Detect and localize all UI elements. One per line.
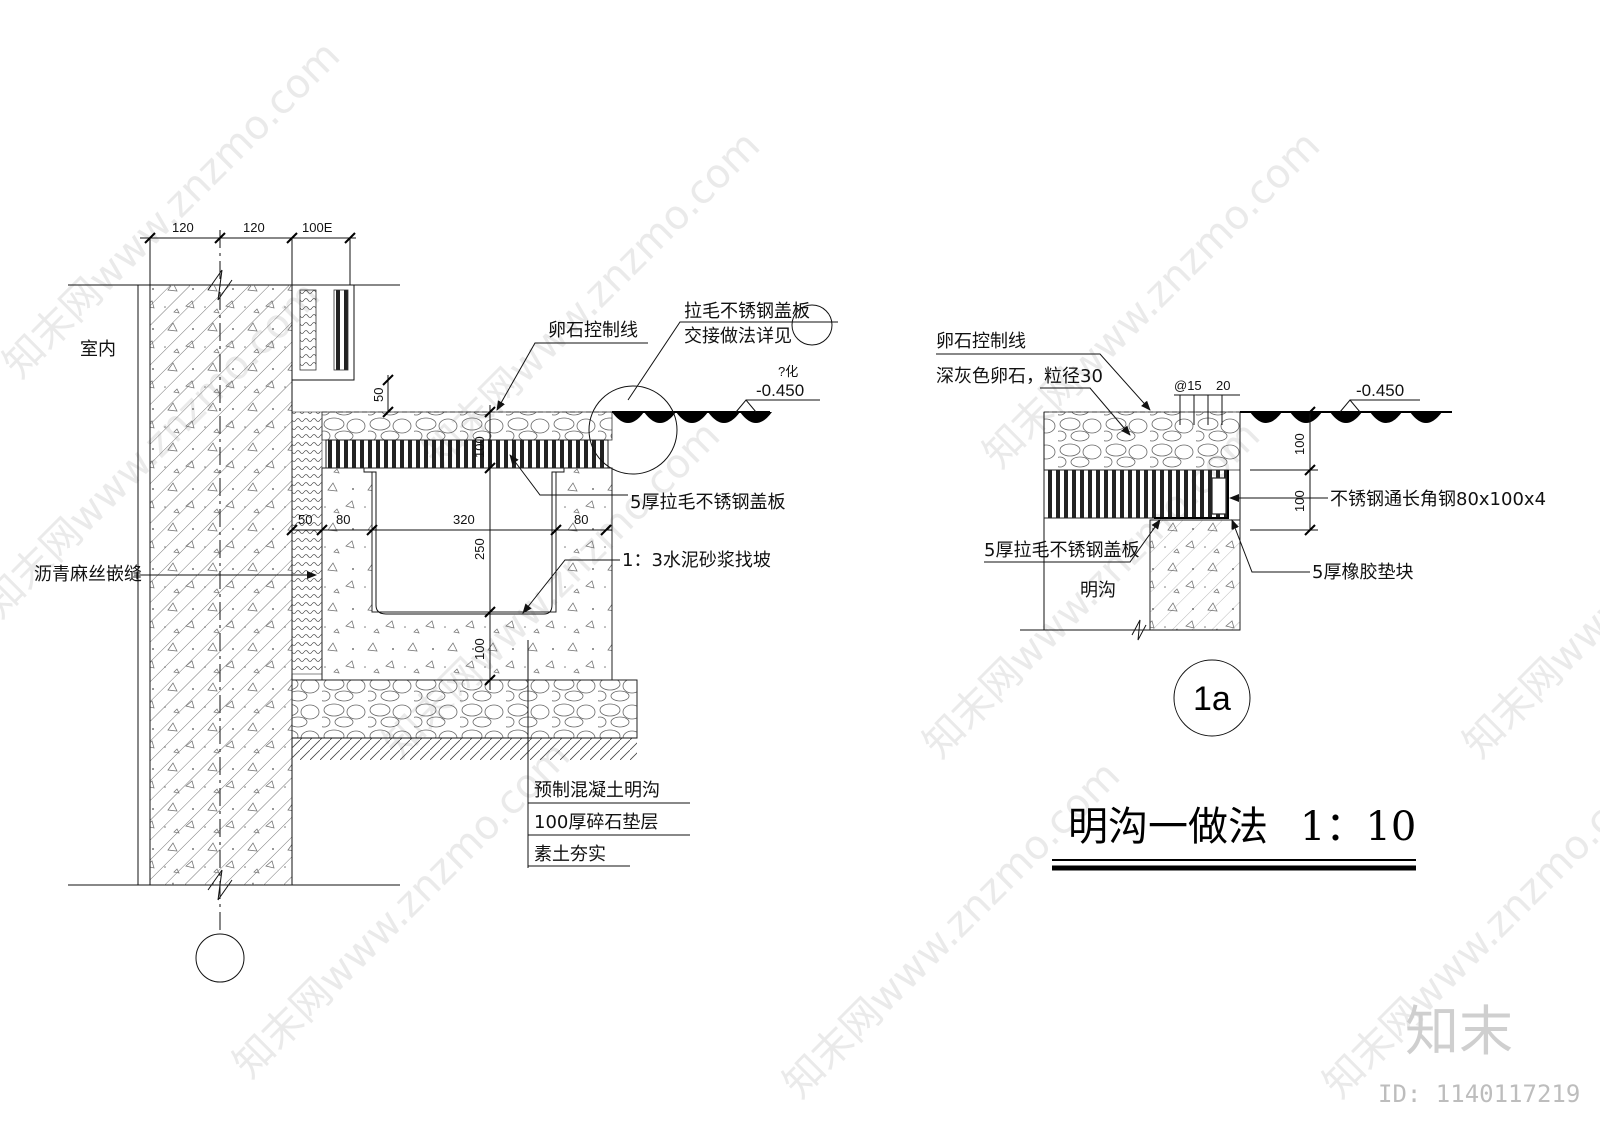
dim-top-50: 50 <box>371 388 386 402</box>
right-cover-plate-label: 5厚拉毛不锈钢盖板 <box>984 540 1139 561</box>
right-elevation: -0.450 <box>1356 381 1404 400</box>
spacing-marks <box>1174 394 1240 425</box>
dim-base-100: 100 <box>472 638 487 660</box>
title-text: 明沟一做法 <box>1068 804 1268 850</box>
right-dim-100-b: 100 <box>1292 490 1307 512</box>
dim-top-1: 120 <box>172 220 194 235</box>
layer-2: 100厚碎石垫层 <box>534 812 658 833</box>
left-detail: 120 120 100E 室内 -0.450 ?化 <box>34 220 838 983</box>
dim-mid-1: 50 <box>298 512 312 527</box>
left-cover-note-1: 拉毛不锈钢盖板 <box>684 301 810 322</box>
brand-logo: 知末 <box>1405 1000 1513 1063</box>
right-detail: -0.450 @15 20 100 100 卵石控制线 深灰色卵石，粒径30 不… <box>936 331 1546 737</box>
left-cobble-line-label: 卵石控制线 <box>548 320 638 341</box>
indoor-label: 室内 <box>80 339 116 360</box>
watermark-7: 知末网www.znzmo.com <box>1455 413 1600 768</box>
left-cover-note-2: 交接做法详见 <box>684 326 792 347</box>
drawing-title: 明沟一做法 1：10 <box>1052 804 1416 871</box>
left-mortar-label: 1：3水泥砂浆找坡 <box>622 550 771 571</box>
left-elevation: -0.450 <box>756 381 804 400</box>
layer-3: 素土夯实 <box>534 844 606 865</box>
dim-mid-3: 320 <box>453 512 475 527</box>
left-ground-arcs <box>612 411 772 423</box>
right-cobble-line-label: 卵石控制线 <box>936 331 1026 352</box>
angle-steel-label: 不锈钢通长角钢80x100x4 <box>1330 489 1546 510</box>
right-cobble-desc: 深灰色卵石，粒径30 <box>936 366 1103 387</box>
dim-top-3: 100E <box>302 220 333 235</box>
layer-1: 预制混凝土明沟 <box>534 780 660 801</box>
joint-label: 沥青麻丝嵌缝 <box>34 564 142 585</box>
title-scale: 1：10 <box>1300 804 1416 850</box>
left-cover-plate-label: 5厚拉毛不锈钢盖板 <box>630 492 785 513</box>
spacing-1: @15 <box>1174 378 1202 393</box>
image-id: ID: 1140117219 <box>1378 1080 1580 1108</box>
rubber-label: 5厚橡胶垫块 <box>1312 562 1413 583</box>
dim-mid-4: 80 <box>574 512 588 527</box>
right-dim-100-a: 100 <box>1292 433 1307 455</box>
dim-250: 250 <box>472 538 487 560</box>
dim-mid-2: 80 <box>336 512 350 527</box>
left-elev-note: ?化 <box>778 364 798 379</box>
dim-top-2: 120 <box>243 220 265 235</box>
ditch-label: 明沟 <box>1080 580 1116 601</box>
spacing-2: 20 <box>1216 378 1230 393</box>
detail-tag: 1a <box>1193 680 1231 718</box>
dim-cover-100: 100 <box>472 436 487 458</box>
